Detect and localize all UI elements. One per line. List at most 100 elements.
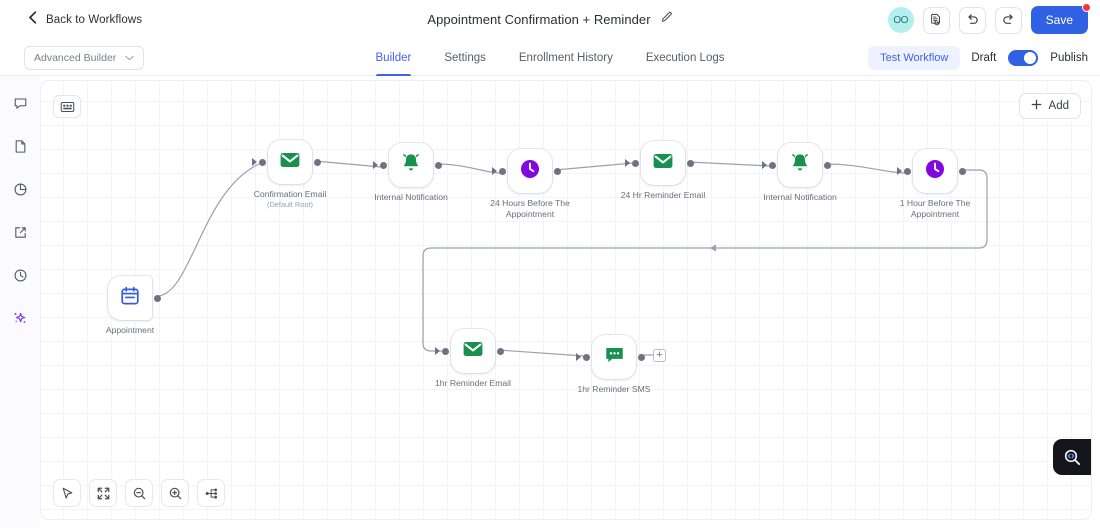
draft-publish-toggle[interactable] [1008, 50, 1039, 66]
node-24hr-reminder-email-label: 24 Hr Reminder Email [620, 190, 706, 200]
unsaved-changes-badge [1082, 3, 1091, 12]
publish-label: Publish [1050, 52, 1088, 64]
auto-layout-icon[interactable] [197, 479, 225, 507]
minimap-toggle-button[interactable] [53, 95, 81, 118]
chat-bubble-icon[interactable] [7, 90, 33, 116]
node-confirmation-email-input-port[interactable] [259, 159, 266, 166]
node-confirmation-email-box[interactable] [268, 140, 312, 184]
bell-icon [399, 151, 423, 180]
test-workflow-button[interactable]: Test Workflow [868, 46, 961, 70]
node-delay-1-hour-output-port[interactable] [959, 168, 966, 175]
node-delay-24-hours[interactable]: 24 Hours Before The Appointment [490, 149, 570, 219]
file-document-icon[interactable] [7, 133, 33, 159]
node-appointment-output-port[interactable] [154, 295, 161, 302]
save-button[interactable]: Save [1030, 6, 1088, 34]
zoom-out-icon[interactable] [125, 479, 153, 507]
node-internal-notification-1-output-port[interactable] [435, 162, 442, 169]
node-delay-1-hour-box[interactable] [913, 149, 957, 193]
node-internal-notification-1-input-arrow [373, 161, 378, 169]
node-internal-notification-2-label: Internal Notification [763, 192, 837, 202]
node-24hr-reminder-email-input-arrow [625, 159, 630, 167]
edge-notify2-to-delay1h [824, 163, 906, 174]
tab-execution-logs[interactable]: Execution Logs [645, 52, 725, 64]
builder-mode-select[interactable]: Advanced Builder [24, 46, 144, 70]
node-delay-1-hour-input-arrow [897, 167, 902, 175]
node-internal-notification-2-output-port[interactable] [824, 162, 831, 169]
sms-icon [603, 343, 626, 371]
builder-mode-value: Advanced Builder [34, 52, 117, 64]
draft-label: Draft [971, 52, 997, 64]
node-confirmation-email-label: Confirmation Email [253, 189, 327, 199]
node-1hr-reminder-email-box[interactable] [451, 329, 495, 373]
tab-builder[interactable]: Builder [375, 40, 411, 76]
clock-icon [518, 157, 542, 186]
node-delay-24-hours-box[interactable] [508, 149, 552, 193]
node-1hr-reminder-sms-output-port[interactable] [638, 354, 645, 361]
node-24hr-reminder-email-input-port[interactable] [632, 160, 639, 167]
node-1hr-reminder-email-output-port[interactable] [497, 348, 504, 355]
node-delay-24-hours-label: 24 Hours Before The Appointment [490, 198, 570, 219]
pencil-icon[interactable] [660, 11, 673, 29]
main-tabs: Builder Settings Enrollment History Exec… [0, 40, 1100, 76]
node-confirmation-email[interactable]: Confirmation Email (Default Root) [252, 140, 326, 209]
undo-arrow-icon[interactable] [958, 6, 986, 34]
node-1hr-reminder-email-input-port[interactable] [442, 348, 449, 355]
add-next-step-button[interactable]: + [653, 349, 666, 362]
node-delay-24-hours-output-port[interactable] [554, 168, 561, 175]
external-link-icon[interactable] [7, 219, 33, 245]
edge-notify1-to-delay24 [435, 163, 501, 174]
node-delay-24-hours-input-port[interactable] [499, 168, 506, 175]
node-internal-notification-2[interactable]: Internal Notification [762, 143, 837, 202]
tab-bar: Advanced Builder Builder Settings Enroll… [0, 40, 1100, 76]
node-appointment-label: Appointment [105, 325, 155, 335]
node-1hr-reminder-email[interactable]: 1hr Reminder Email [435, 329, 511, 388]
tab-enrollment-history[interactable]: Enrollment History [518, 52, 613, 64]
node-1hr-reminder-sms-box[interactable] [592, 335, 636, 379]
node-1hr-reminder-sms[interactable]: 1hr Reminder SMS [576, 335, 651, 394]
add-step-label: Add [1048, 100, 1069, 112]
pie-chart-icon[interactable] [7, 176, 33, 202]
zoom-in-icon[interactable] [161, 479, 189, 507]
node-1hr-reminder-email-label: 1hr Reminder Email [435, 378, 511, 388]
node-delay-1-hour-input-port[interactable] [904, 168, 911, 175]
node-internal-notification-1[interactable]: Internal Notification [373, 143, 448, 202]
workflow-title-group: Appointment Confirmation + Reminder [0, 10, 1100, 29]
code-inspect-icon[interactable] [1053, 439, 1091, 475]
clock-history-icon[interactable] [7, 262, 33, 288]
node-appointment-box[interactable] [108, 276, 152, 320]
edge-direction-arrow [710, 244, 716, 252]
back-to-workflows-button[interactable]: Back to Workflows [28, 11, 142, 29]
node-internal-notification-2-input-arrow [762, 161, 767, 169]
node-1hr-reminder-sms-label: 1hr Reminder SMS [577, 384, 651, 394]
node-delay-1-hour[interactable]: 1 Hour Before The Appointment [897, 149, 970, 219]
node-confirmation-email-output-port[interactable] [314, 159, 321, 166]
edge-email1hr-to-sms1hr [497, 349, 585, 357]
node-internal-notification-2-box[interactable] [778, 143, 822, 187]
node-1hr-reminder-sms-input-port[interactable] [583, 354, 590, 361]
ai-sparkle-icon[interactable] [7, 305, 33, 331]
top-bar: Back to Workflows Appointment Confirmati… [0, 0, 1100, 40]
save-button-wrapper: Save [1030, 3, 1091, 34]
node-internal-notification-1-box[interactable] [389, 143, 433, 187]
document-history-icon[interactable] [922, 6, 950, 34]
node-internal-notification-2-input-port[interactable] [769, 162, 776, 169]
node-24hr-reminder-email[interactable]: 24 Hr Reminder Email [621, 141, 705, 200]
tab-settings[interactable]: Settings [444, 52, 486, 64]
edge-email24-to-notify2 [687, 161, 771, 167]
avatar[interactable]: OO [887, 7, 914, 33]
cursor-select-icon[interactable] [53, 479, 81, 507]
chevron-down-icon [125, 52, 134, 64]
add-step-button[interactable]: Add [1018, 93, 1081, 119]
node-confirmation-email-input-arrow [252, 158, 257, 166]
email-icon [278, 148, 302, 177]
node-24hr-reminder-email-box[interactable] [641, 141, 685, 185]
node-internal-notification-1-input-port[interactable] [380, 162, 387, 169]
edge-confirmation-to-notify1 [314, 160, 382, 168]
workflow-canvas[interactable]: Add Appointment [40, 80, 1092, 520]
node-1hr-reminder-sms-input-arrow [576, 353, 581, 361]
edge-delay1h-to-email1hr [422, 169, 988, 352]
node-appointment[interactable]: Appointment [106, 276, 161, 335]
fit-screen-icon[interactable] [89, 479, 117, 507]
redo-arrow-icon[interactable] [994, 6, 1022, 34]
node-24hr-reminder-email-output-port[interactable] [687, 160, 694, 167]
